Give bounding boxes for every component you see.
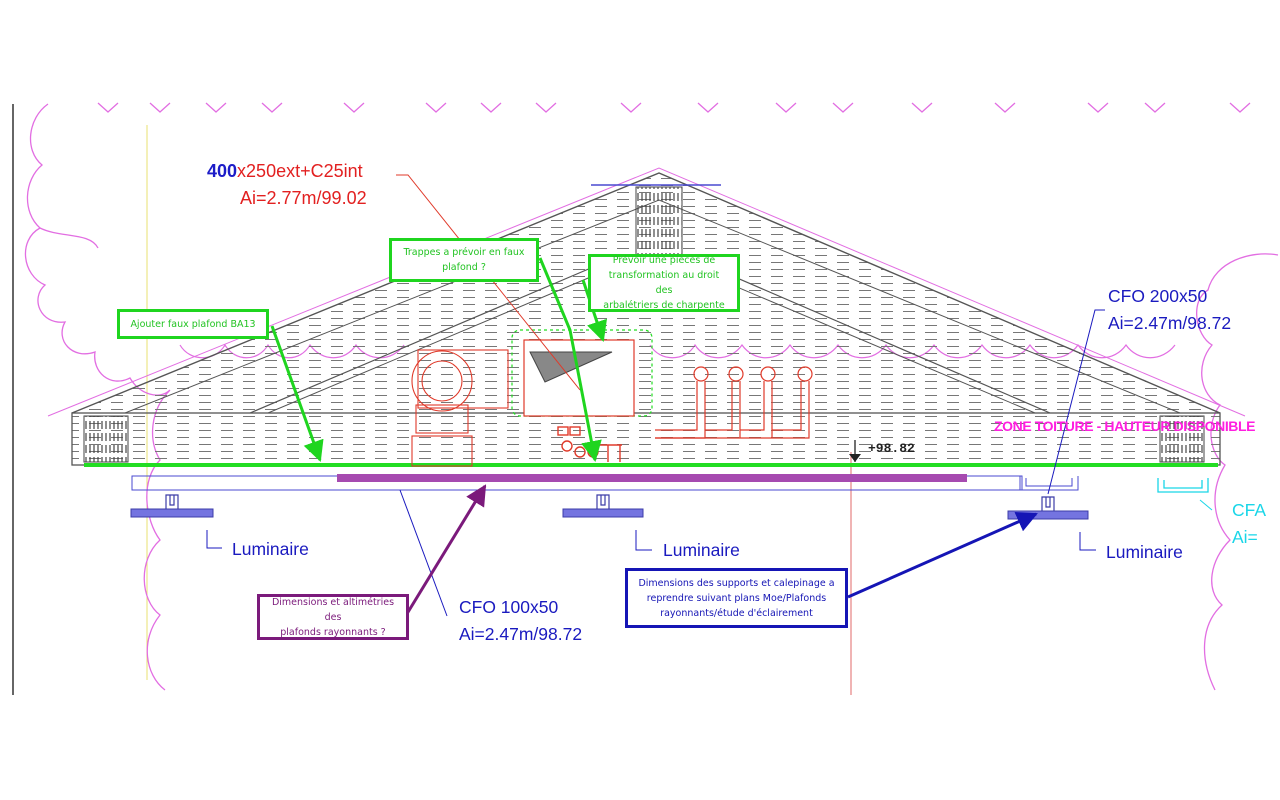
luminaire-left-label: Luminaire bbox=[232, 539, 309, 559]
level-mark-label: +98.82 bbox=[868, 441, 915, 456]
luminaire-mid bbox=[562, 494, 644, 518]
duct-box bbox=[511, 329, 653, 417]
note-supports-line1: Dimensions des supports et calepinage a bbox=[638, 577, 835, 589]
duct-pipes bbox=[655, 366, 813, 439]
note-prevoir-line1: Prévoir une pièces de bbox=[612, 255, 716, 266]
luminaire-left bbox=[130, 494, 214, 518]
note-trappes-line1: Trappes a prévoir en faux bbox=[403, 247, 525, 258]
cfo-100-altitude-label: Ai=2.47m/98.72 bbox=[459, 624, 583, 644]
duct-code-rest: x250ext+C25int bbox=[237, 161, 363, 181]
ceiling-panel bbox=[131, 474, 1209, 493]
cfo-100-label: CFO 100x50 bbox=[459, 597, 559, 617]
luminaire-right bbox=[1007, 496, 1089, 520]
cfa-altitude-label: Ai= bbox=[1232, 527, 1258, 547]
zone-toiture-label: ZONE TOITURE - HAUTEUR DISPONIBLE bbox=[994, 418, 1256, 434]
level-indicator bbox=[849, 440, 861, 462]
note-prevoir-pieces: Prévoir une pièces de transformation au … bbox=[588, 254, 740, 312]
note-trappes-line2: plafond ? bbox=[442, 262, 486, 273]
note-faux-plafond-text: Ajouter faux plafond BA13 bbox=[130, 318, 256, 330]
luminaire-mid-label: Luminaire bbox=[663, 540, 740, 560]
label-leaders bbox=[206, 174, 1213, 617]
note-faux-plafond: Ajouter faux plafond BA13 bbox=[117, 309, 269, 339]
note-dimensions-line2: plafonds rayonnants ? bbox=[280, 626, 386, 638]
note-supports-line2: reprendre suivant plans Moe/Plafonds bbox=[646, 592, 827, 604]
duct-code-lead: 400 bbox=[207, 161, 238, 181]
duct-code-label: 400x250ext+C25int bbox=[207, 161, 363, 182]
cfo-200-label: CFO 200x50 bbox=[1108, 286, 1208, 306]
note-prevoir-line2: transformation au droit des bbox=[608, 270, 720, 296]
revision-cloud-left bbox=[24, 103, 171, 691]
cfo-200-altitude-label: Ai=2.47m/98.72 bbox=[1108, 313, 1232, 333]
luminaire-right-label: Luminaire bbox=[1106, 542, 1183, 562]
note-supports-line3: rayonnants/étude d'éclairement bbox=[660, 607, 813, 619]
note-trappes: Trappes a prévoir en faux plafond ? bbox=[389, 238, 539, 282]
note-prevoir-line3: arbalétriers de charpente bbox=[603, 300, 725, 311]
top-chevron-marks bbox=[97, 102, 1251, 113]
note-dimensions-supports: Dimensions des supports et calepinage a … bbox=[625, 568, 848, 628]
air-handling-fan bbox=[411, 349, 509, 467]
note-dimensions-plafonds: Dimensions et altimétries des plafonds r… bbox=[257, 594, 409, 640]
cfa-label: CFA bbox=[1232, 500, 1267, 520]
note-arrows bbox=[270, 257, 1038, 618]
duct-altitude-label: Ai=2.77m/99.02 bbox=[240, 188, 367, 208]
note-dimensions-line1: Dimensions et altimétries des bbox=[271, 596, 395, 623]
